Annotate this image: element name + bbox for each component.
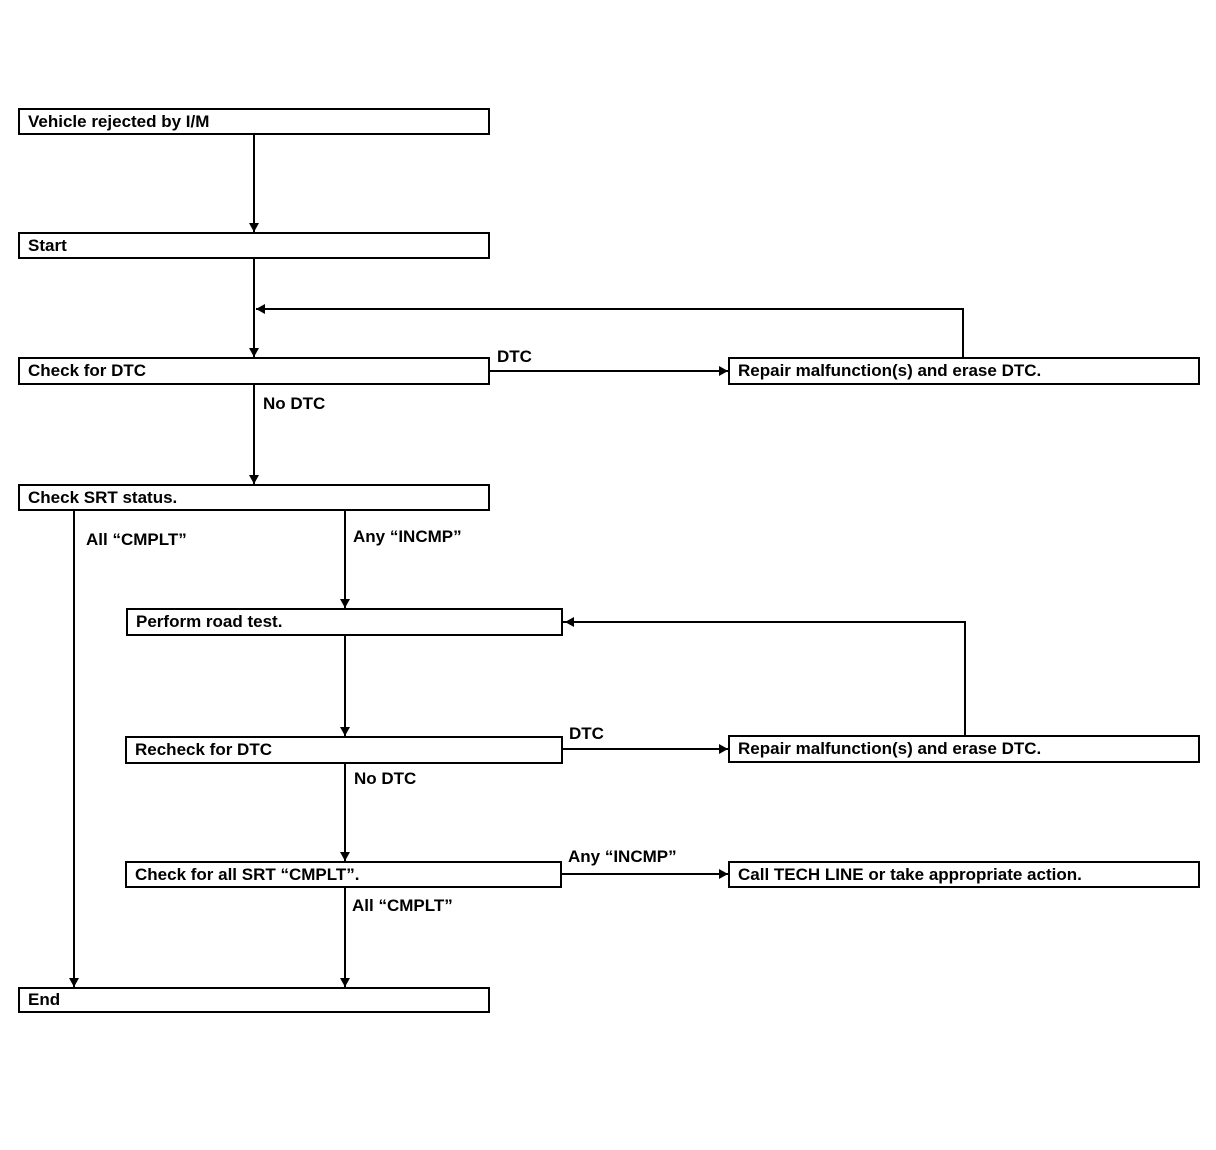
connector-road-test-to-recheck <box>344 636 346 736</box>
arrowhead-into-repair1 <box>719 366 728 376</box>
node-start: Start <box>18 232 490 259</box>
edge-label-any-incmp-2: Any “INCMP” <box>568 847 677 866</box>
connector-all-cmplt-to-end <box>73 511 75 987</box>
edge-label-all-cmplt-2: All “CMPLT” <box>352 896 453 915</box>
arrowhead-feedback1-left <box>256 304 265 314</box>
node-repair-and-erase-dtc-1: Repair malfunction(s) and erase DTC. <box>728 357 1200 385</box>
connector-repair1-feedback-to-check-dtc <box>256 308 964 310</box>
edge-label-no-dtc-2: No DTC <box>354 769 417 788</box>
node-call-tech-line: Call TECH LINE or take appropriate actio… <box>728 861 1200 888</box>
node-check-for-dtc: Check for DTC <box>18 357 490 385</box>
connector-check-all-to-end <box>344 888 346 987</box>
connector-recheck-to-check-all <box>344 764 346 861</box>
edge-label-dtc-2: DTC <box>569 724 604 743</box>
node-repair-and-erase-dtc-2: Repair malfunction(s) and erase DTC. <box>728 735 1200 763</box>
edge-label-no-dtc-1: No DTC <box>263 394 326 413</box>
connector-start-to-check-dtc <box>253 259 255 357</box>
connector-check-dtc-to-repair1 <box>490 370 728 372</box>
arrowhead-into-call-tech <box>719 869 728 879</box>
connector-repair1-feedback-riser <box>962 310 964 357</box>
arrowhead-into-start <box>249 223 259 232</box>
node-recheck-for-dtc: Recheck for DTC <box>125 736 563 764</box>
node-check-all-srt-cmplt: Check for all SRT “CMPLT”. <box>125 861 562 888</box>
arrowhead-into-end-left <box>69 978 79 987</box>
connector-check-all-to-call-tech <box>562 873 728 875</box>
node-check-srt-status: Check SRT status. <box>18 484 490 511</box>
arrowhead-into-check-all <box>340 852 350 861</box>
connector-vehicle-to-start <box>253 135 255 232</box>
connector-check-dtc-to-srt-status <box>253 385 255 484</box>
connector-repair2-feedback-riser <box>964 622 966 735</box>
arrowhead-into-road-test <box>340 599 350 608</box>
arrowhead-into-repair2 <box>719 744 728 754</box>
arrowhead-into-check-dtc <box>249 348 259 357</box>
edge-label-any-incmp-1: Any “INCMP” <box>353 527 462 546</box>
edge-label-dtc-1: DTC <box>497 347 532 366</box>
arrowhead-feedback2-left <box>565 617 574 627</box>
connector-any-incmp-to-road-test <box>344 511 346 608</box>
connector-recheck-to-repair2 <box>563 748 728 750</box>
connector-repair2-feedback-to-road-test <box>563 621 966 623</box>
arrowhead-into-end-right <box>340 978 350 987</box>
node-perform-road-test: Perform road test. <box>126 608 563 636</box>
arrowhead-into-check-srt <box>249 475 259 484</box>
node-vehicle-rejected-by-im: Vehicle rejected by I/M <box>18 108 490 135</box>
edge-label-all-cmplt-1: All “CMPLT” <box>86 530 187 549</box>
arrowhead-into-recheck <box>340 727 350 736</box>
node-end: End <box>18 987 490 1013</box>
